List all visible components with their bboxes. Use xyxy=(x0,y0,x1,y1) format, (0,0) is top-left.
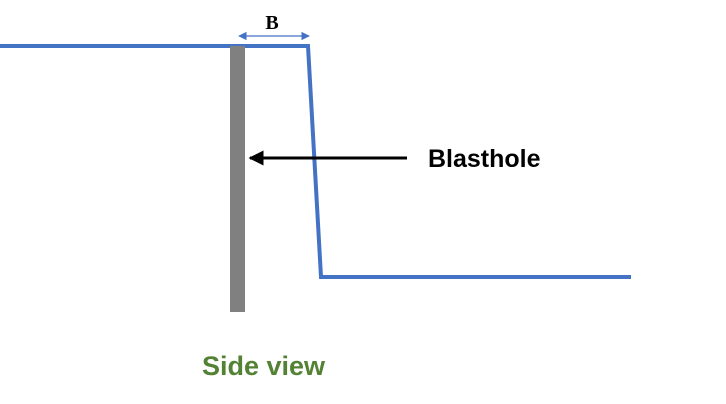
diagram-caption: Side view xyxy=(202,351,326,381)
bench-outline xyxy=(0,44,631,279)
burden-label: B xyxy=(265,12,278,34)
blasthole-label: Blasthole xyxy=(428,145,541,173)
blasthole-bar xyxy=(230,46,245,312)
